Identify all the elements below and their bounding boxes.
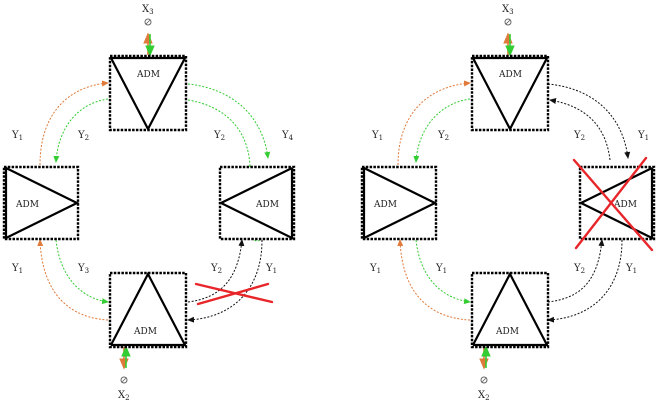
svg-text:ADM: ADM — [136, 70, 160, 80]
signal-label: Y2 — [573, 263, 585, 275]
adm-node-left: ADM — [2, 165, 80, 241]
signal-label: Y1 — [11, 130, 23, 142]
signal-label: Y2 — [77, 130, 89, 142]
signal-label: Y2 — [213, 130, 225, 142]
signal-label: Y2 — [210, 263, 222, 275]
signal-label: Y1 — [435, 263, 447, 275]
black-path-top-right — [547, 83, 631, 159]
terminal-label-x2: X2 — [118, 390, 130, 402]
adm-node-left: ADM — [360, 165, 438, 241]
green-path-top-right — [187, 83, 271, 159]
svg-text:ADM: ADM — [373, 200, 397, 210]
orange-path-bottom-left — [397, 239, 471, 321]
terminal-label-x3: X3 — [142, 4, 154, 16]
green-path-top-inner-right — [187, 99, 251, 167]
signal-label: Y1 — [625, 263, 637, 275]
svg-text:ADM: ADM — [495, 327, 519, 337]
adm-node-right: ADM — [218, 165, 296, 241]
signal-label: Y2 — [437, 130, 449, 142]
orange-path-top-left — [39, 80, 109, 166]
red-x-cross-icon — [194, 282, 274, 306]
signal-label: Y1 — [369, 263, 381, 275]
adm-node-bottom: ADM — [470, 271, 550, 349]
terminal-x3-top: X3 — [502, 4, 515, 57]
svg-text:ADM: ADM — [255, 200, 279, 210]
black-path-bottom-inner-right — [547, 239, 605, 303]
ring-diagram-normal: X3 X2 ADM ADM ADM ADM — [2, 4, 296, 402]
terminal-x2-bottom: X2 — [478, 345, 491, 402]
svg-text:ADM: ADM — [15, 200, 39, 210]
green-path-top-inner-left — [413, 98, 471, 163]
terminal-label-x2: X2 — [478, 390, 490, 402]
terminal-label-x3: X3 — [502, 4, 514, 16]
adm-node-top: ADM — [470, 54, 550, 132]
red-x-cross-icon — [572, 156, 654, 252]
orange-path-top-left — [397, 80, 471, 166]
svg-text:ADM: ADM — [498, 70, 522, 80]
green-path-bottom-inner-left — [55, 239, 109, 305]
signal-label: Y1 — [371, 130, 383, 142]
green-path-top-inner-left — [53, 98, 109, 163]
signal-label: Y4 — [281, 130, 294, 142]
adm-node-bottom: ADM — [108, 271, 188, 349]
orange-path-bottom-left — [37, 239, 109, 321]
svg-text:ADM: ADM — [613, 200, 637, 210]
terminal-x3-top: X3 — [142, 4, 155, 57]
terminal-x2-bottom: X2 — [118, 345, 131, 402]
black-path-top-inner-right — [549, 98, 611, 161]
signal-label: Y2 — [573, 130, 585, 142]
green-path-bottom-inner-left — [415, 239, 471, 305]
signal-label: Y1 — [11, 263, 23, 275]
ring-diagram-failover: X3 X2 ADM ADM ADM ADM — [360, 4, 656, 402]
black-path-bottom-right — [547, 239, 623, 323]
black-path-bottom-right — [187, 239, 263, 323]
svg-text:ADM: ADM — [133, 327, 157, 337]
signal-label: Y3 — [77, 263, 89, 275]
signal-label: Y1 — [265, 263, 277, 275]
signal-label: Y1 — [637, 130, 649, 142]
adm-node-top: ADM — [108, 54, 188, 132]
